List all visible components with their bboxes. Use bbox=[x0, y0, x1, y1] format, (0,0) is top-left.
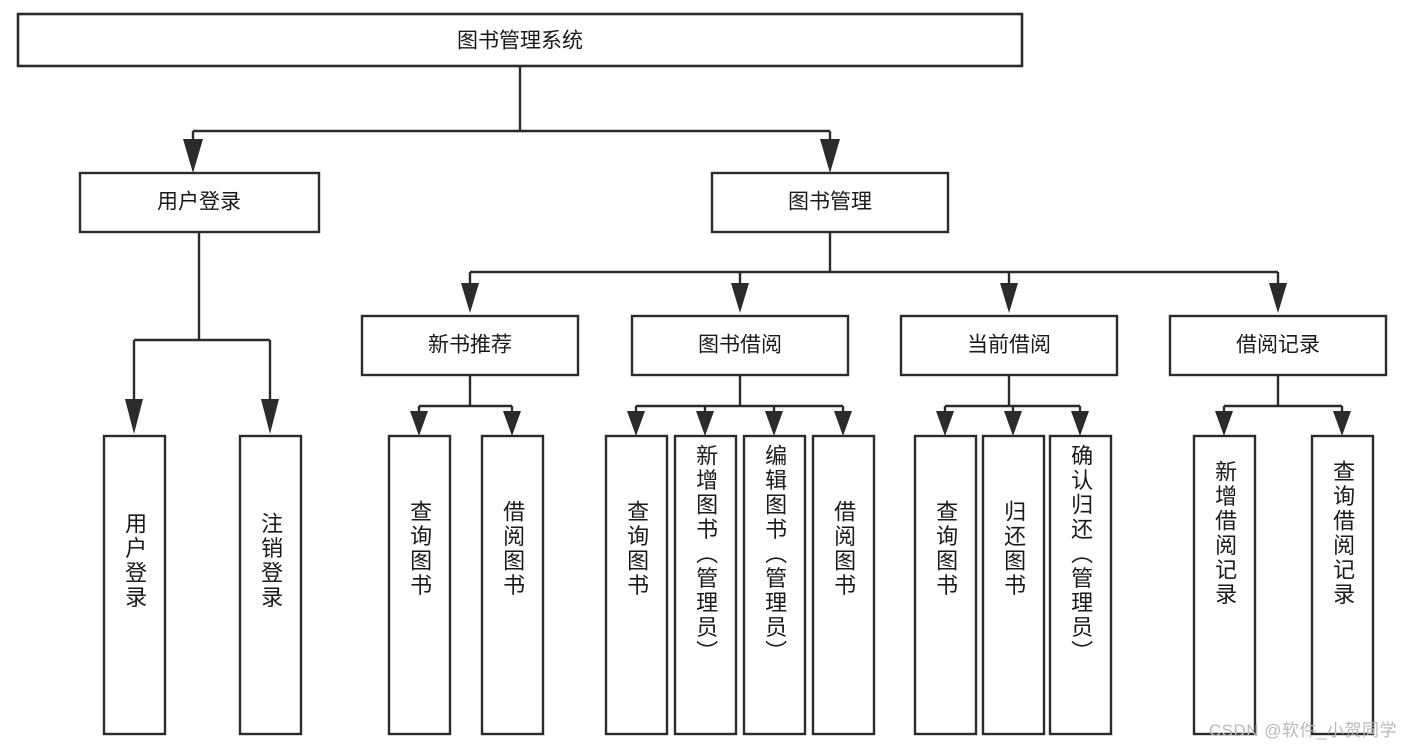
node-box-leaf-logout[interactable] bbox=[238, 434, 303, 736]
node-box-user-login[interactable] bbox=[78, 171, 321, 234]
arrowhead-leaf-query-book-1 bbox=[410, 411, 428, 436]
arrowhead-borrow-record bbox=[1269, 283, 1287, 313]
label-current-borrow: 当前借阅 bbox=[967, 334, 1051, 357]
arrowhead-leaf-add-book bbox=[696, 411, 714, 436]
node-box-leaf-query-record[interactable] bbox=[1310, 434, 1375, 736]
arrowhead-leaf-edit-book bbox=[765, 411, 783, 436]
node-box-leaf-confirm-return[interactable] bbox=[1048, 434, 1113, 736]
label-borrow-record: 借阅记录 bbox=[1236, 334, 1320, 357]
arrowhead-user-login bbox=[183, 139, 203, 173]
arrowhead-leaf-query-book-3 bbox=[936, 411, 954, 436]
arrowhead-leaf-logout bbox=[261, 399, 279, 434]
node-box-borrow-record[interactable] bbox=[1168, 314, 1388, 377]
arrowhead-leaf-borrow-book-1 bbox=[503, 411, 521, 436]
arrowhead-leaf-borrow-book-2 bbox=[834, 411, 852, 436]
arrowhead-new-book-rec bbox=[461, 283, 479, 313]
arrowhead-current-borrow bbox=[1000, 283, 1018, 313]
label-book-manage: 图书管理 bbox=[788, 191, 872, 214]
node-box-current-borrow[interactable] bbox=[899, 314, 1119, 377]
horizontal-label-layer: 图书管理系统 用户登录 图书管理 新书推荐 图书借阅 当前借阅 借阅记录 bbox=[157, 30, 1320, 357]
label-book-borrow: 图书借阅 bbox=[698, 334, 782, 357]
node-box-book-borrow[interactable] bbox=[630, 314, 850, 377]
arrowhead-leaf-return-book bbox=[1004, 411, 1022, 436]
node-box-leaf-borrow-book-2[interactable] bbox=[811, 434, 876, 736]
label-root: 图书管理系统 bbox=[457, 30, 583, 53]
label-user-login: 用户登录 bbox=[157, 191, 241, 214]
connector-layer bbox=[125, 66, 1351, 436]
arrowhead-book-borrow bbox=[731, 283, 749, 313]
arrowhead-leaf-query-record bbox=[1333, 411, 1351, 436]
node-box-leaf-edit-book[interactable] bbox=[742, 434, 807, 736]
node-box-new-book-rec[interactable] bbox=[360, 314, 580, 377]
node-box-leaf-add-record[interactable] bbox=[1192, 434, 1257, 736]
node-box-leaf-query-book-2[interactable] bbox=[604, 434, 669, 736]
arrowhead-leaf-query-book-2 bbox=[627, 411, 645, 436]
arrowhead-leaf-add-record bbox=[1215, 411, 1233, 436]
node-box-root[interactable] bbox=[16, 12, 1024, 68]
node-box-leaf-query-book-1[interactable] bbox=[387, 434, 452, 736]
node-box-leaf-user-login[interactable] bbox=[102, 434, 167, 736]
arrowhead-book-manage bbox=[820, 139, 840, 173]
arrowhead-leaf-user-login bbox=[125, 399, 143, 434]
node-box-book-manage[interactable] bbox=[710, 171, 950, 234]
node-box-leaf-add-book[interactable] bbox=[673, 434, 738, 736]
node-box-leaf-query-book-3[interactable] bbox=[913, 434, 978, 736]
label-new-book-rec: 新书推荐 bbox=[428, 334, 512, 357]
node-box-leaf-return-book[interactable] bbox=[981, 434, 1046, 736]
watermark-text: CSDN @软件_小贺同学 bbox=[1208, 721, 1397, 740]
node-box-leaf-borrow-book-1[interactable] bbox=[480, 434, 545, 736]
node-layer bbox=[16, 12, 1388, 736]
arrowhead-leaf-confirm-return bbox=[1071, 411, 1089, 436]
